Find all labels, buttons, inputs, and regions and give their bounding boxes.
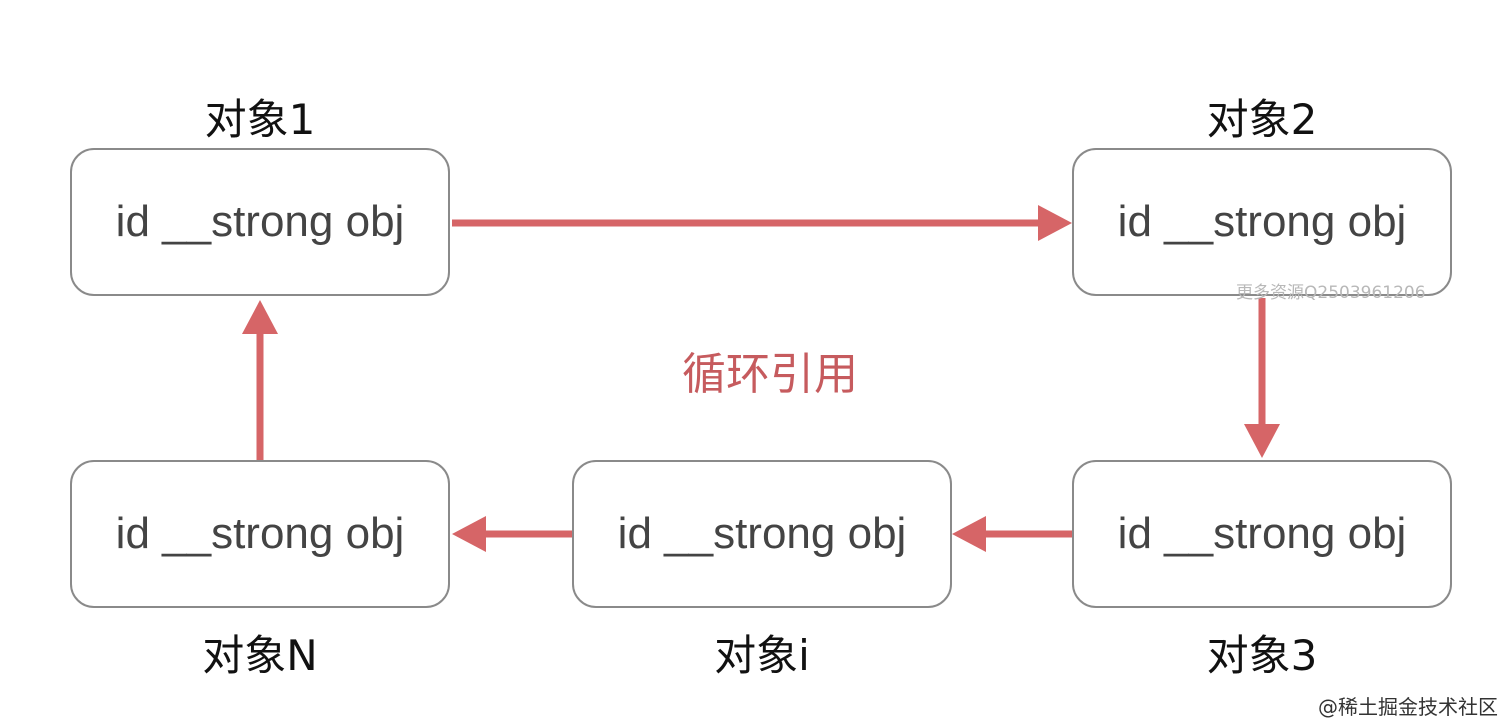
node-obj2: id __strong obj xyxy=(1072,148,1452,296)
caption-obj1: 对象1 xyxy=(204,95,316,144)
node-objN: id __strong obj xyxy=(70,460,450,608)
node-obj2-text: id __strong obj xyxy=(1117,197,1407,246)
node-obj3-text: id __strong obj xyxy=(1117,509,1407,558)
node-obj1: id __strong obj xyxy=(70,148,450,296)
arrowhead-obji-objN xyxy=(452,516,486,552)
arrowhead-obj3-obji xyxy=(952,516,986,552)
arrow-group xyxy=(242,205,1280,552)
caption-obj3: 对象3 xyxy=(1206,631,1318,680)
watermark-top: 更多资源Q2503961206 xyxy=(1236,283,1426,303)
arrowhead-obj2-obj3 xyxy=(1244,424,1280,458)
node-obj1-text: id __strong obj xyxy=(115,197,405,246)
caption-obji: 对象i xyxy=(714,631,810,680)
caption-objN: 对象N xyxy=(202,631,318,680)
caption-obj2: 对象2 xyxy=(1206,95,1318,144)
node-obji-text: id __strong obj xyxy=(617,509,907,558)
arrowhead-objN-obj1 xyxy=(242,300,278,334)
arrowhead-obj1-obj2 xyxy=(1038,205,1072,241)
watermark-bottom: @稀土掘金技术社区 xyxy=(1318,695,1498,719)
node-obji: id __strong obj xyxy=(572,460,952,608)
node-obj3: id __strong obj xyxy=(1072,460,1452,608)
node-objN-text: id __strong obj xyxy=(115,509,405,558)
center-label: 循环引用 xyxy=(682,349,858,400)
